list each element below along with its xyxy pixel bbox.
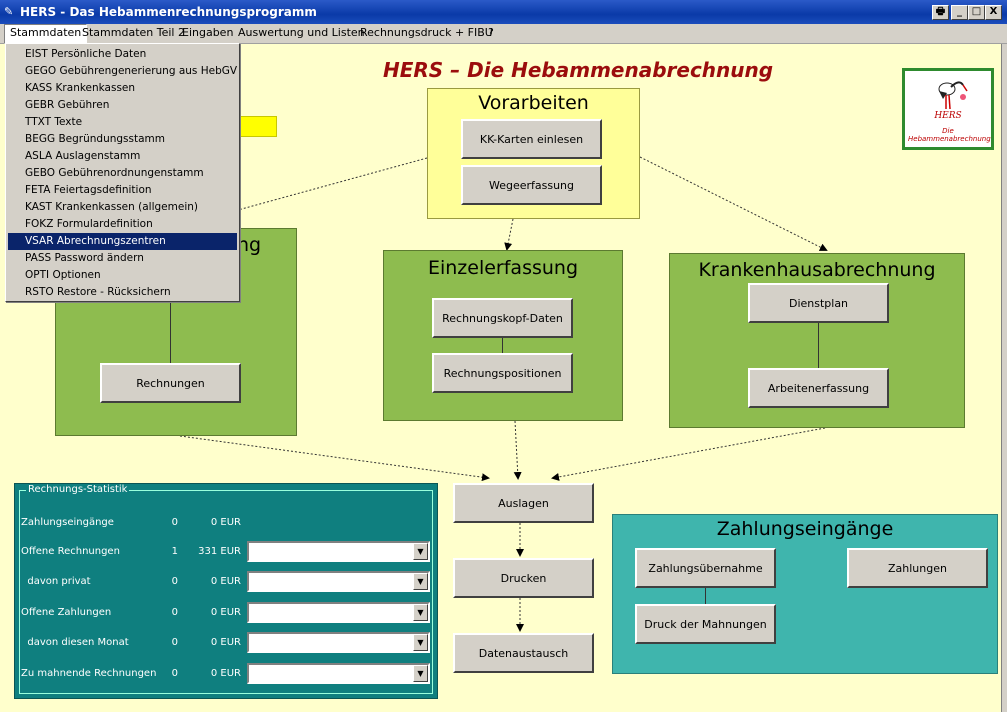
chevron-down-icon[interactable]: ▼ <box>413 543 428 560</box>
stats-row-label: Zu mahnende Rechnungen <box>21 668 157 679</box>
stats-row-count: 0 <box>171 517 178 528</box>
datenaustausch-button[interactable]: Datenaustausch <box>453 633 594 673</box>
dropdown-item[interactable]: OPTI Optionen <box>25 269 101 281</box>
zahlungen-button[interactable]: Zahlungen <box>847 548 988 588</box>
panel-zahlungseingaenge: Zahlungseingänge Zahlungsübernahme Zahlu… <box>612 514 998 674</box>
panel-einzelerfassung: Einzelerfassung Rechnungskopf-Daten Rech… <box>383 250 623 421</box>
dropdown-item[interactable]: GEBO Gebührenordnungenstamm <box>25 167 204 179</box>
kh-connector <box>818 323 819 368</box>
zahlungsuebernahme-button[interactable]: Zahlungsübernahme <box>635 548 776 588</box>
logo: HERS Die Hebammenabrechnung <box>902 68 994 150</box>
connector-left-auslagen <box>179 435 490 482</box>
stats-row-amount: 0 EUR <box>210 517 241 528</box>
panel-left-connector <box>170 301 171 363</box>
logo-mark: HERS <box>934 111 962 121</box>
stats-row-amount: 331 EUR <box>198 546 241 557</box>
auslagen-button[interactable]: Auslagen <box>453 483 594 523</box>
menubar: Stammdaten Stammdaten Teil 2 Eingaben Au… <box>0 24 1007 44</box>
stats-row-label: Zahlungseingänge <box>21 517 114 528</box>
dienstplan-button[interactable]: Dienstplan <box>748 283 889 323</box>
window-titlebar: ✎ HERS - Das Hebammenrechnungsprogramm 🖶… <box>0 0 1007 24</box>
minimize-button[interactable]: _ <box>951 5 968 20</box>
stork-icon <box>938 81 968 110</box>
stats-row-count: 1 <box>171 546 178 557</box>
close-button[interactable]: X <box>985 5 1002 20</box>
menu-stammdaten[interactable]: Stammdaten <box>4 24 88 44</box>
stats-row-label: Offene Zahlungen <box>21 607 112 618</box>
stats-row-select[interactable]: ▼ <box>247 602 430 623</box>
rechnungspositionen-button[interactable]: Rechnungspositionen <box>432 353 573 393</box>
connector-vorarbeiten-kh <box>639 156 828 251</box>
stats-row-label: davon diesen Monat <box>21 637 129 648</box>
chevron-down-icon[interactable]: ▼ <box>413 634 428 651</box>
stats-row-count: 0 <box>171 637 178 648</box>
stats-row-amount: 0 EUR <box>210 637 241 648</box>
window-right-edge <box>1001 44 1007 712</box>
stats-row-amount: 0 EUR <box>210 607 241 618</box>
arbeitenerfassung-button[interactable]: Arbeitenerfassung <box>748 368 889 408</box>
drucken-button[interactable]: Drucken <box>453 558 594 598</box>
dropdown-item[interactable]: KAST Krankenkassen (allgemein) <box>25 201 198 213</box>
dropdown-item[interactable]: ASLA Auslagenstamm <box>25 150 141 162</box>
maximize-button[interactable]: □ <box>968 5 985 20</box>
dropdown-item[interactable]: GEBR Gebühren <box>25 99 110 111</box>
dropdown-item[interactable]: PASS Password ändern <box>25 252 144 264</box>
dropdown-item[interactable]: FOKZ Formulardefinition <box>25 218 153 230</box>
panel-vorarbeiten: Vorarbeiten KK-Karten einlesen Wegeerfas… <box>427 88 640 219</box>
chevron-down-icon[interactable]: ▼ <box>413 573 428 590</box>
menu-eingaben[interactable]: Eingaben <box>182 26 234 39</box>
dropdown-item[interactable]: TTXT Texte <box>25 116 83 128</box>
stats-row-select[interactable]: ▼ <box>247 632 430 653</box>
menu-rechnungsdruck[interactable]: Rechnungsdruck + FIBU <box>360 26 493 39</box>
stats-row-select[interactable]: ▼ <box>247 541 430 562</box>
stats-row-amount: 0 EUR <box>210 576 241 587</box>
menu-help[interactable]: ? <box>488 26 494 39</box>
panel-vorarbeiten-title: Vorarbeiten <box>478 92 589 114</box>
panel-einzelerfassung-title: Einzelerfassung <box>427 257 579 279</box>
connector-einzel-auslagen <box>513 420 522 480</box>
logo-text: Die Hebammenabrechnung <box>908 127 991 143</box>
stats-row-select[interactable]: ▼ <box>247 571 430 592</box>
chevron-down-icon[interactable]: ▼ <box>413 665 428 682</box>
connector-vorarbeiten-einzel <box>504 218 514 251</box>
dropdown-item[interactable]: BEGG Begründungsstamm <box>25 133 165 145</box>
kk-karten-button[interactable]: KK-Karten einlesen <box>461 119 602 159</box>
druck-mahnungen-button[interactable]: Druck der Mahnungen <box>635 604 776 644</box>
panel-left-title: ng <box>237 234 262 256</box>
rechnungen-button[interactable]: Rechnungen <box>100 363 241 403</box>
stats-row-label: davon privat <box>21 576 91 587</box>
print-icon[interactable]: 🖶 <box>932 5 949 20</box>
dropdown-item[interactable]: RSTO Restore - Rücksichern <box>25 286 171 298</box>
dropdown-item[interactable]: VSAR Abrechnungszentren <box>8 233 237 250</box>
zahlung-connector <box>705 588 706 604</box>
chevron-down-icon[interactable]: ▼ <box>413 604 428 621</box>
panel-krankenhaus: Krankenhausabrechnung Dienstplan Arbeite… <box>669 253 965 428</box>
menu-stammdaten-teil-2[interactable]: Stammdaten Teil 2 <box>82 26 185 39</box>
menu-auswertung[interactable]: Auswertung und Listen <box>238 26 365 39</box>
connector-vorarbeiten-left <box>237 157 428 211</box>
app-icon: ✎ <box>4 5 14 18</box>
dropdown-item[interactable]: GEGO Gebührengenerierung aus HebGV <box>25 65 238 77</box>
panel-zahlungseingaenge-title: Zahlungseingänge <box>716 518 894 540</box>
panel-krankenhaus-title: Krankenhausabrechnung <box>698 259 936 281</box>
stats-row-count: 0 <box>171 668 178 679</box>
connector-kh-auslagen <box>551 427 826 481</box>
wegeerfassung-button[interactable]: Wegeerfassung <box>461 165 602 205</box>
stats-row-count: 0 <box>171 576 178 587</box>
stats-row-count: 0 <box>171 607 178 618</box>
stats-row-select[interactable]: ▼ <box>247 663 430 684</box>
einzel-connector <box>502 338 503 353</box>
stats-row-amount: 0 EUR <box>210 668 241 679</box>
window-title: HERS - Das Hebammenrechnungsprogramm <box>20 5 317 19</box>
dropdown-item[interactable]: EIST Persönliche Daten <box>25 48 147 60</box>
stats-legend: Rechnungs-Statistik <box>26 484 130 495</box>
stats-frame: Rechnungs-Statistik <box>19 484 433 694</box>
rechnungskopf-button[interactable]: Rechnungskopf-Daten <box>432 298 573 338</box>
main-title: HERS – Die Hebammenabrechnung <box>383 58 774 82</box>
dropdown-item[interactable]: KASS Krankenkassen <box>25 82 136 94</box>
dropdown-item[interactable]: FETA Feiertagsdefinition <box>25 184 152 196</box>
stats-row-label: Offene Rechnungen <box>21 546 120 557</box>
stats-panel: Rechnungs-Statistik Zahlungseingänge 0 0 E… <box>14 483 438 699</box>
